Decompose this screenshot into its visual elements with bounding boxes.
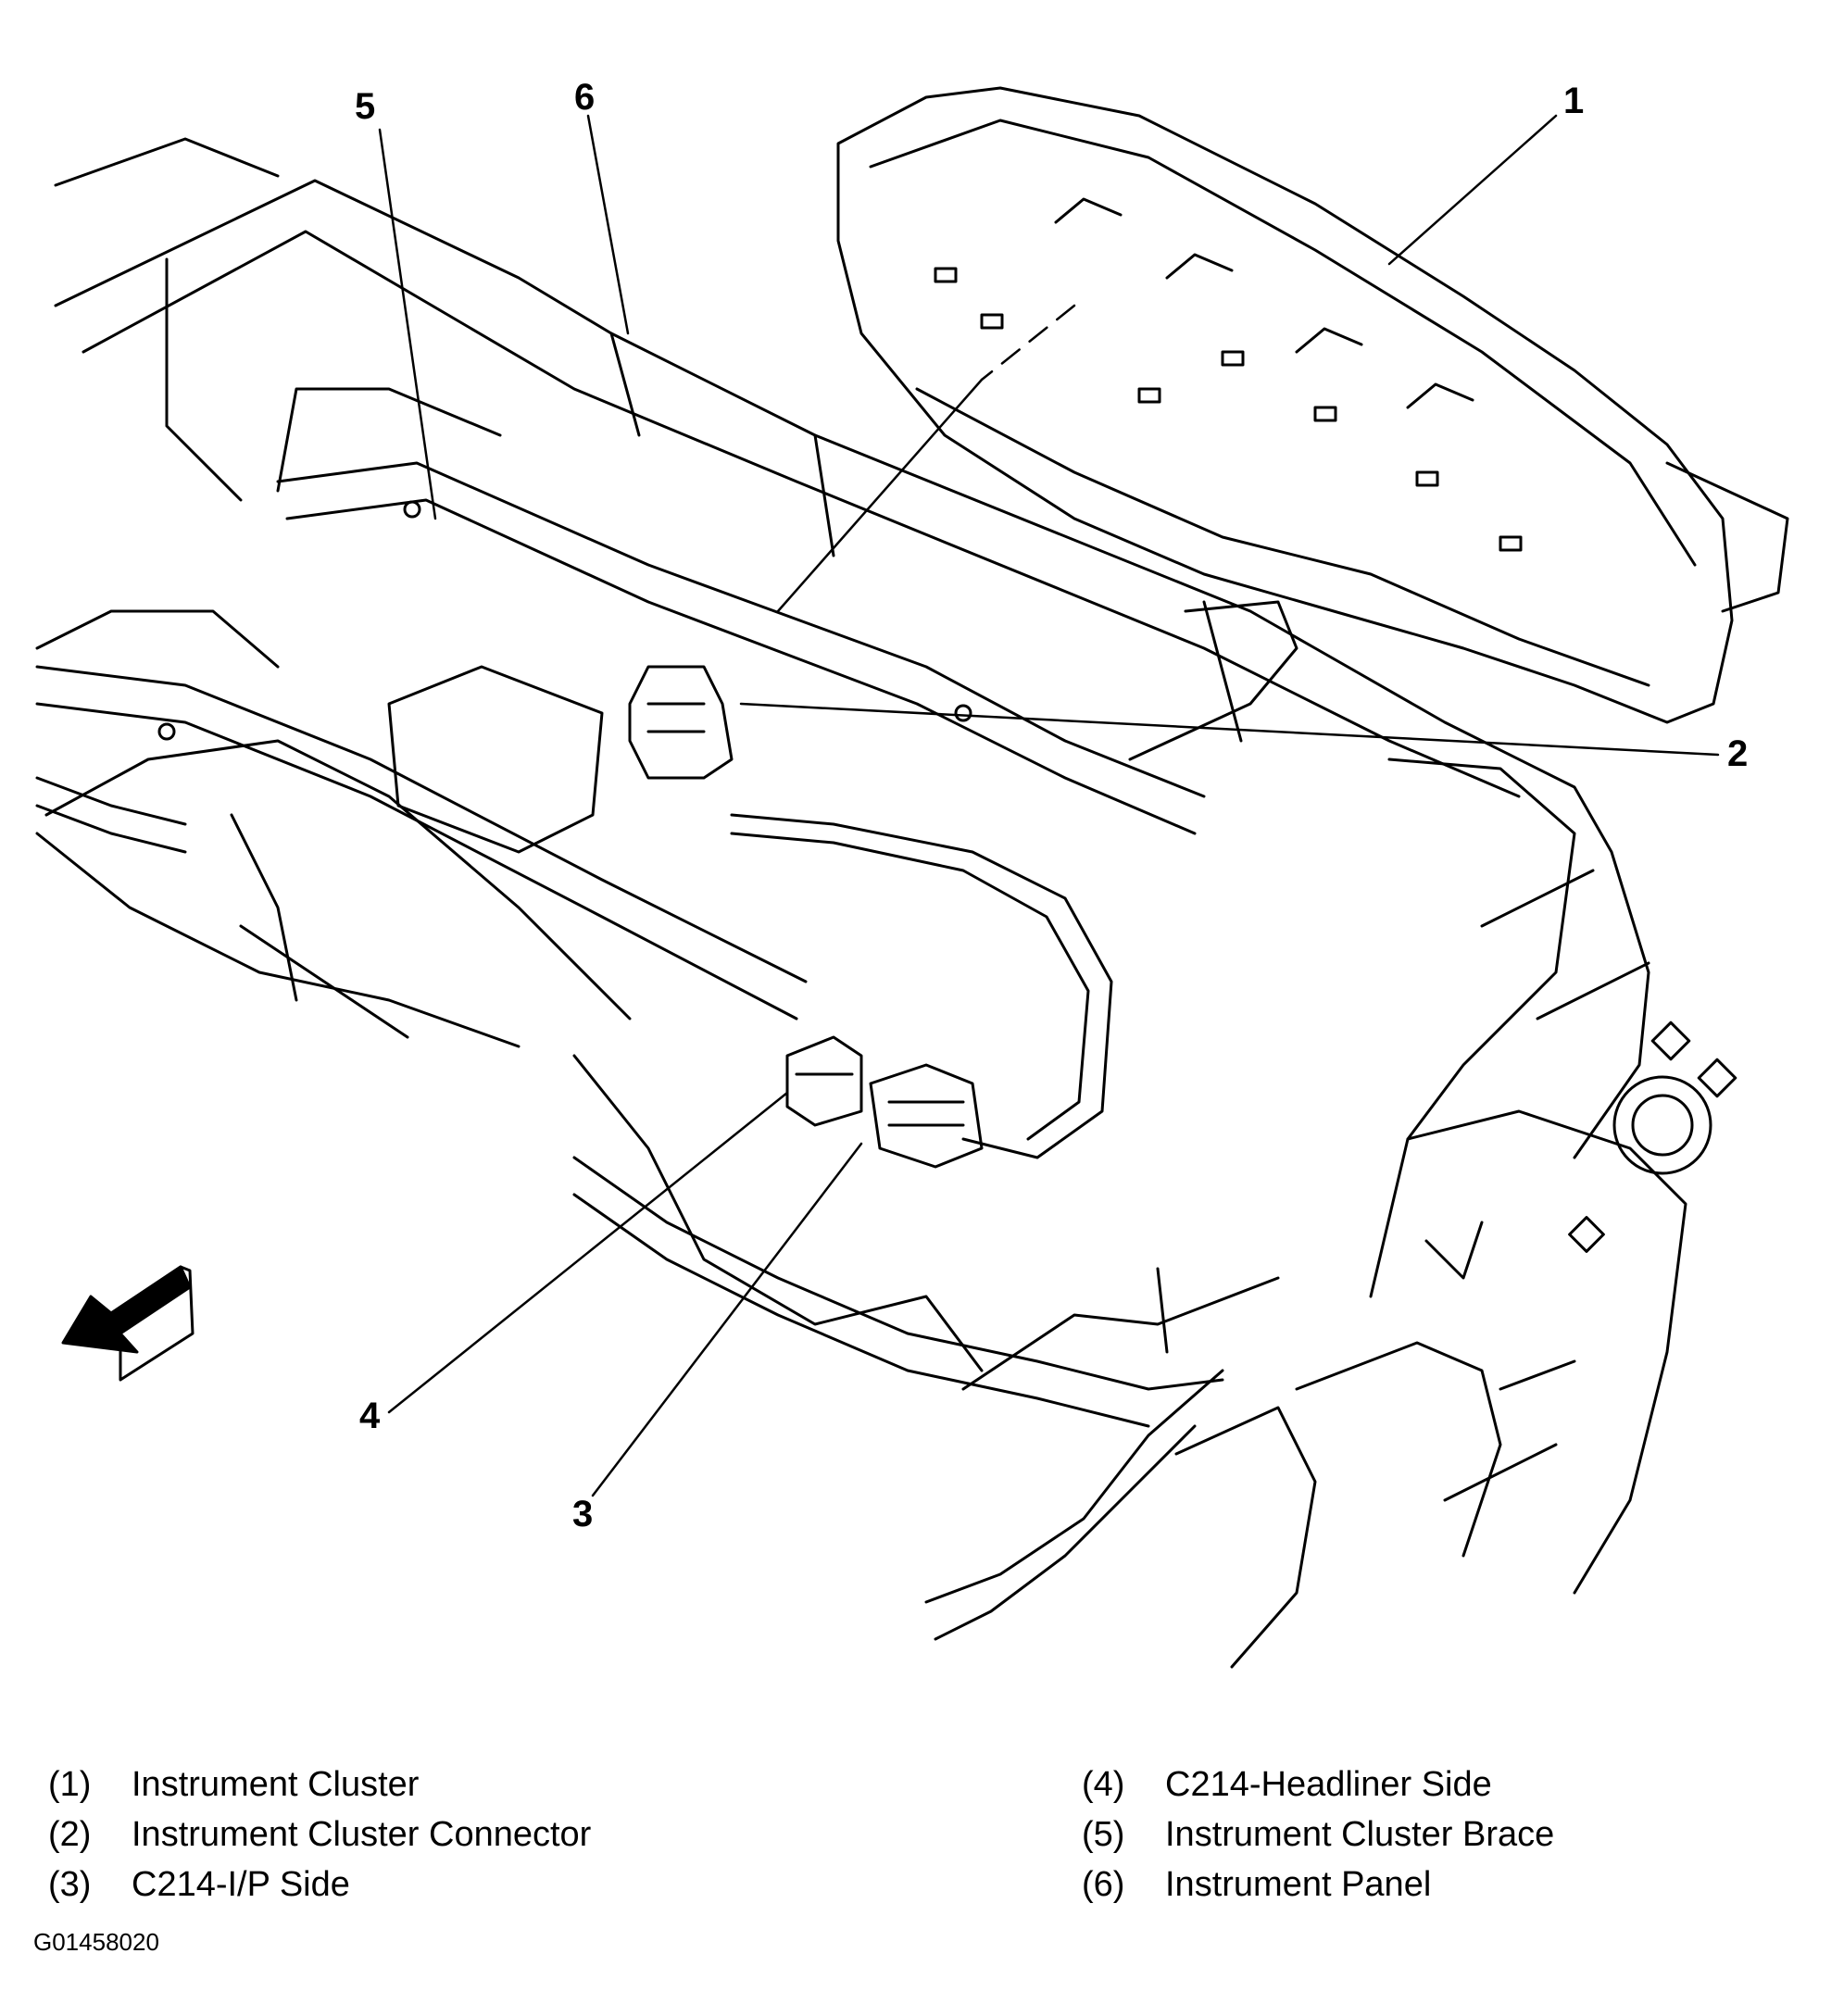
callout-2: 2 bbox=[1727, 733, 1748, 774]
legend-number: (5) bbox=[1082, 1815, 1125, 1854]
leader-line-2 bbox=[739, 702, 1720, 757]
instrument-panel-drawing bbox=[35, 137, 1737, 1669]
callout-4: 4 bbox=[359, 1396, 381, 1436]
legend-right-column: (4) C214-Headliner Side (5) Instrument C… bbox=[1082, 1759, 1554, 1910]
legend-number: (6) bbox=[1082, 1865, 1125, 1904]
figure-id: G01458020 bbox=[33, 1928, 159, 1956]
legend-label: C214-Headliner Side bbox=[1165, 1765, 1492, 1804]
callout-1: 1 bbox=[1563, 81, 1584, 121]
front-direction-arrow-icon bbox=[61, 1265, 194, 1382]
callout-3: 3 bbox=[572, 1494, 593, 1534]
leader-line-5 bbox=[378, 128, 437, 520]
legend-item: (6) Instrument Panel bbox=[1082, 1859, 1554, 1910]
legend-number: (2) bbox=[48, 1815, 92, 1854]
legend-item: (1) Instrument Cluster bbox=[48, 1759, 591, 1809]
c214-headliner-side-connector-drawing bbox=[785, 1035, 863, 1127]
legend-item: (3) C214-I/P Side bbox=[48, 1859, 591, 1910]
legend-item: (5) Instrument Cluster Brace bbox=[1082, 1809, 1554, 1859]
leader-line-3 bbox=[591, 1142, 863, 1497]
instrument-cluster-brace-drawing bbox=[35, 461, 1206, 1021]
legend-left-column: (1) Instrument Cluster (2) Instrument Cl… bbox=[48, 1759, 591, 1910]
c214-ip-side-connector-drawing bbox=[869, 1063, 984, 1169]
legend-label: C214-I/P Side bbox=[132, 1865, 350, 1904]
callout-5: 5 bbox=[355, 86, 375, 127]
leader-line-6 bbox=[586, 114, 630, 335]
instrument-cluster-drawing bbox=[836, 86, 1789, 724]
legend-label: Instrument Cluster bbox=[132, 1765, 420, 1804]
legend-number: (1) bbox=[48, 1765, 92, 1804]
legend-number: (3) bbox=[48, 1865, 92, 1904]
legend-number: (4) bbox=[1082, 1765, 1125, 1804]
legend-label: Instrument Cluster Connector bbox=[132, 1815, 592, 1854]
leader-lines bbox=[378, 114, 1720, 1497]
leader-line-1 bbox=[1387, 114, 1558, 266]
wiring-harness-drawing bbox=[35, 776, 1224, 1641]
callout-6: 6 bbox=[574, 77, 595, 118]
legend-label: Instrument Cluster Brace bbox=[1165, 1815, 1555, 1854]
leader-line-4 bbox=[387, 1091, 789, 1414]
legend-label: Instrument Panel bbox=[1165, 1865, 1432, 1904]
legend-item: (4) C214-Headliner Side bbox=[1082, 1759, 1554, 1809]
instrument-panel-diagram: 1 2 3 4 5 6 bbox=[35, 77, 1789, 1669]
instrument-cluster-connector-drawing bbox=[387, 665, 734, 854]
legend-item: (2) Instrument Cluster Connector bbox=[48, 1809, 591, 1859]
